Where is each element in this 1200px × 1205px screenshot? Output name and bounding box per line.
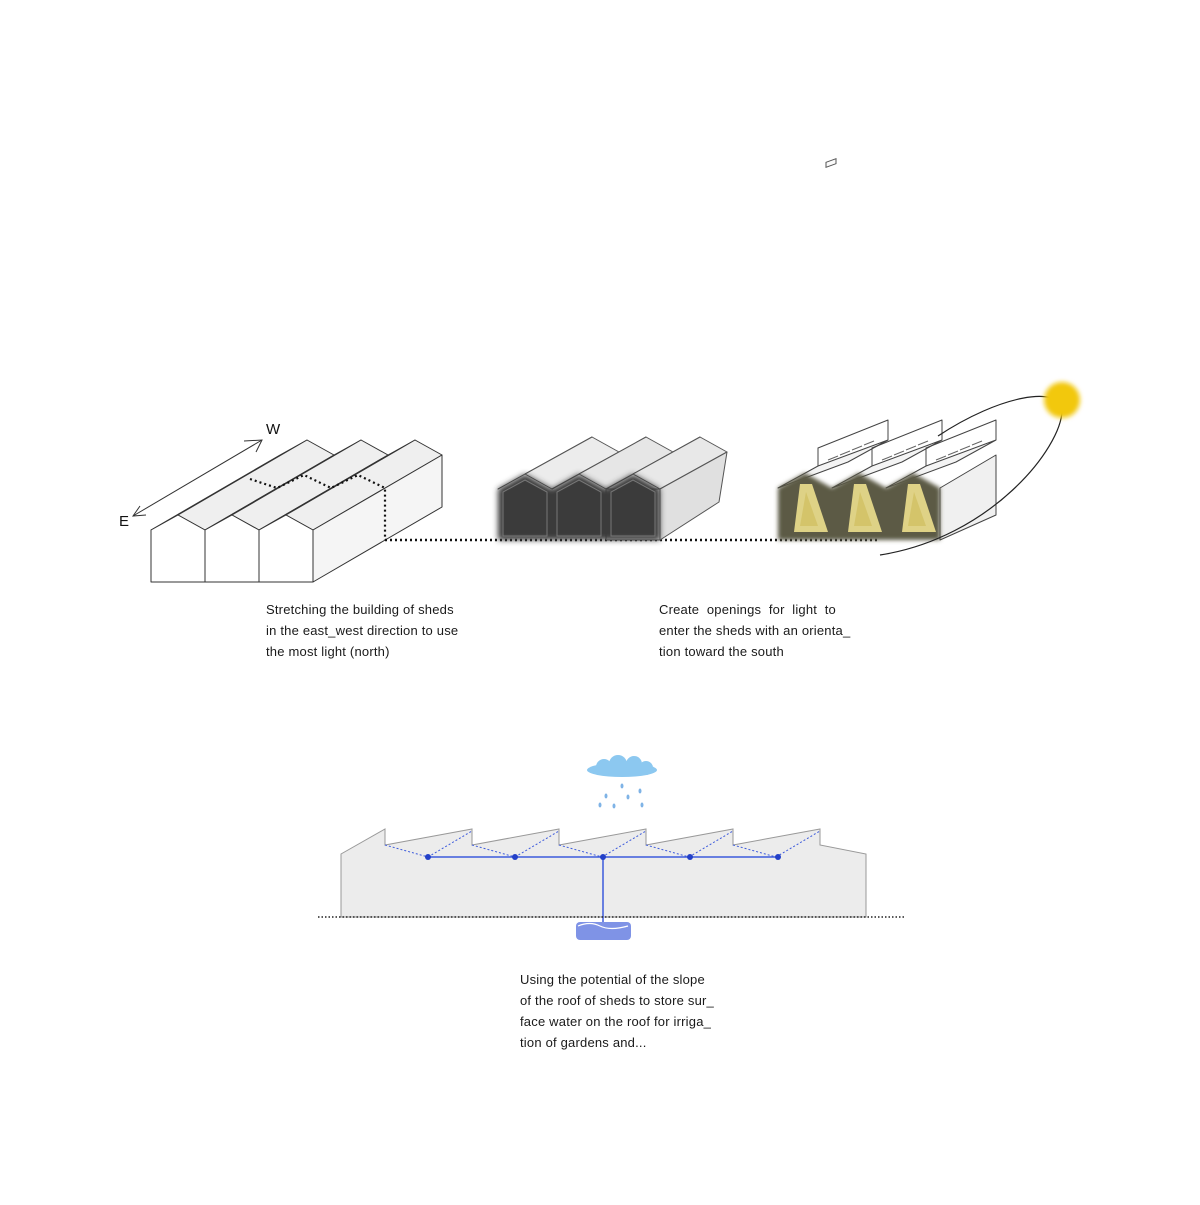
roof-window-slats — [825, 158, 837, 169]
shed-group-stretch — [150, 439, 443, 583]
caption-water-line: face water on the roof for irriga_ — [520, 1014, 712, 1029]
direction-arrow — [131, 439, 263, 517]
light-beams-inner — [800, 492, 926, 526]
caption-openings: Create openings for light to enter the s… — [659, 599, 919, 662]
dark-gable-faces — [498, 474, 660, 540]
sun-icon — [1044, 382, 1080, 418]
pipe-joints — [425, 854, 781, 860]
west-label: W — [266, 421, 281, 438]
caption-openings-line: Create openings for light to — [659, 602, 836, 617]
east-label: E — [119, 513, 130, 530]
caption-stretch: Stretching the building of sheds in the … — [266, 599, 526, 662]
cloud-icon — [587, 755, 657, 777]
dark-gable-outlines — [502, 479, 656, 537]
caption-water-line: tion of gardens and... — [520, 1035, 647, 1050]
caption-stretch-line: in the east_west direction to use — [266, 623, 459, 638]
caption-water: Using the potential of the slope of the … — [520, 969, 780, 1053]
caption-stretch-line: the most light (north) — [266, 644, 390, 659]
caption-openings-line: tion toward the south — [659, 644, 784, 659]
caption-openings-line: enter the sheds with an orienta_ — [659, 623, 851, 638]
caption-stretch-line: Stretching the building of sheds — [266, 602, 454, 617]
caption-water-line: of the roof of sheds to store sur_ — [520, 993, 714, 1008]
roof-slat-lines — [827, 440, 983, 461]
roof-gutter-lines — [384, 830, 821, 858]
caption-water-line: Using the potential of the slope — [520, 972, 705, 987]
water-tank-icon — [576, 922, 631, 940]
rain-drops-icon — [598, 783, 644, 809]
